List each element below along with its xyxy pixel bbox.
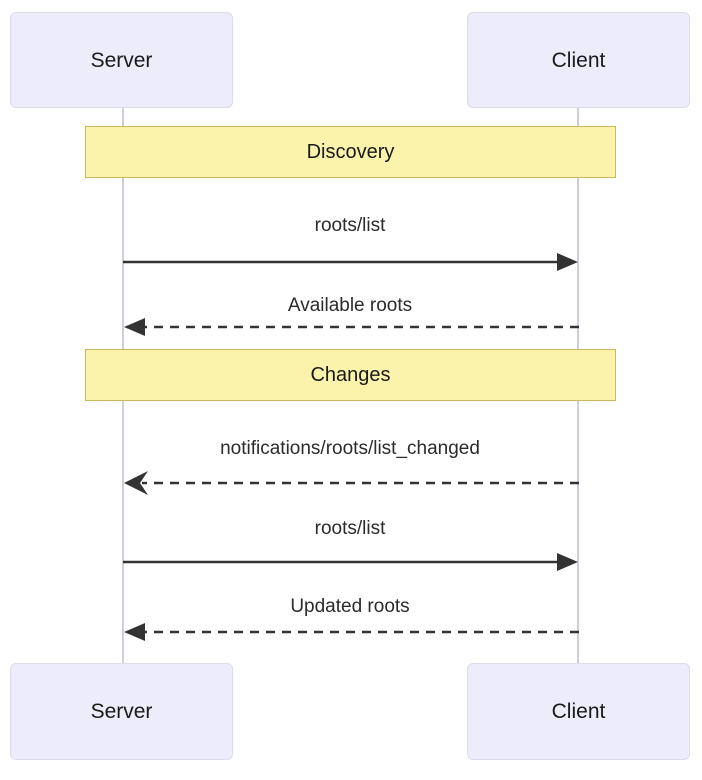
- message-label-roots-list-1: roots/list: [314, 215, 386, 236]
- message-arrow-updated-roots: [124, 623, 579, 641]
- participant-client-bottom-label: Client: [551, 700, 606, 723]
- message-arrow-roots-list-1: [123, 253, 578, 271]
- message-arrow-roots-list-2: [123, 553, 578, 571]
- section-banner-discovery: Discovery: [85, 126, 616, 178]
- section-banner-changes-label: Changes: [310, 364, 391, 386]
- message-arrow-available-roots: [124, 318, 579, 336]
- participant-client-bottom[interactable]: Client: [467, 663, 690, 760]
- participant-client-top-label: Client: [551, 48, 606, 72]
- message-arrow-notifications-roots-list-changed: [124, 471, 579, 495]
- message-label-notifications-roots-list-changed: notifications/roots/list_changed: [220, 438, 480, 459]
- section-banner-discovery-label: Discovery: [306, 141, 395, 163]
- participant-client-top[interactable]: Client: [467, 12, 690, 108]
- participant-server-top-label: Server: [90, 48, 153, 72]
- message-label-roots-list-2: roots/list: [314, 518, 386, 539]
- message-label-updated-roots: Updated roots: [290, 596, 410, 617]
- participant-server-bottom-label: Server: [90, 700, 153, 723]
- participant-server-bottom[interactable]: Server: [10, 663, 233, 760]
- participant-server-top[interactable]: Server: [10, 12, 233, 108]
- message-label-available-roots: Available roots: [287, 295, 413, 316]
- section-banner-changes: Changes: [85, 349, 616, 401]
